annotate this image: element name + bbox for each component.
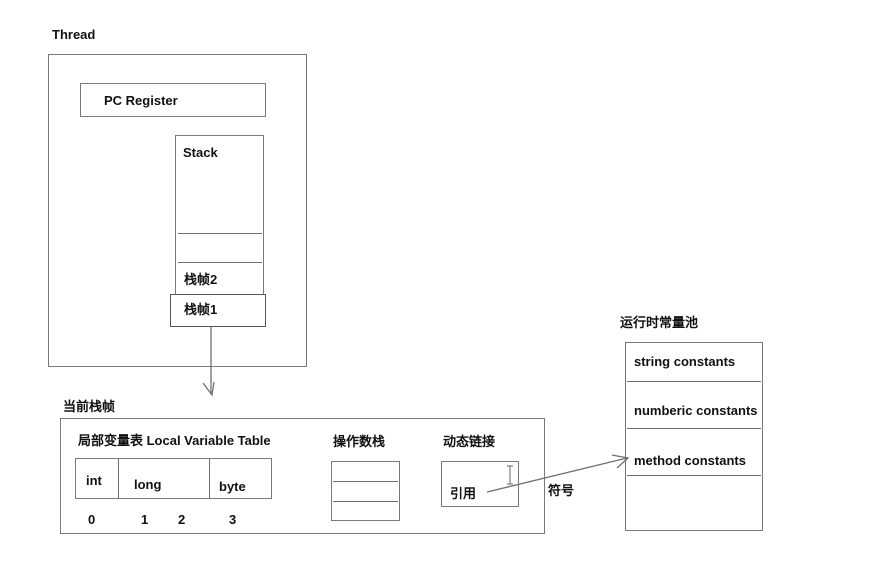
constant-pool-label: 运行时常量池 [620, 315, 699, 330]
operand-stack-divider-2 [333, 501, 398, 502]
lvt-index-0: 0 [88, 512, 96, 527]
constant-pool-entry-numeric: numberic constants [634, 403, 758, 418]
operand-stack-box [331, 461, 400, 521]
operand-stack-divider-1 [333, 481, 398, 482]
local-variable-table-title: 局部变量表 Local Variable Table [78, 433, 271, 448]
current-frame-label: 当前栈帧 [63, 399, 116, 414]
lvt-slot-long: long [134, 477, 162, 492]
lvt-divider-1 [118, 459, 119, 498]
lvt-slot-byte: byte [219, 479, 246, 494]
constant-pool-box [625, 342, 763, 531]
dynamic-link-title: 动态链接 [443, 434, 496, 449]
lvt-index-3: 3 [229, 512, 237, 527]
lvt-index-2: 2 [178, 512, 186, 527]
constant-pool-entry-method: method constants [634, 453, 746, 468]
lvt-index-1: 1 [141, 512, 149, 527]
dynamic-link-value: 引用 [450, 486, 477, 501]
constant-pool-divider-2 [627, 428, 761, 429]
stack-divider-2 [178, 262, 262, 263]
constant-pool-divider-3 [627, 475, 761, 476]
stack-frame-2-label: 栈帧2 [184, 272, 218, 287]
symbol-arrow-label: 符号 [548, 483, 575, 498]
stack-frame-1-label: 栈帧1 [184, 302, 218, 317]
pc-register-box [80, 83, 266, 117]
stack-divider-1 [178, 233, 262, 234]
thread-label: Thread [52, 27, 96, 42]
constant-pool-entry-string: string constants [634, 354, 736, 369]
stack-frame-1-box [170, 294, 266, 327]
local-variable-table [75, 458, 272, 499]
constant-pool-divider-1 [627, 381, 761, 382]
stack-label: Stack [183, 145, 218, 160]
operand-stack-title: 操作数栈 [333, 434, 386, 449]
lvt-slot-int: int [86, 473, 102, 488]
lvt-divider-2 [209, 459, 210, 498]
pc-register-label: PC Register [104, 93, 178, 108]
